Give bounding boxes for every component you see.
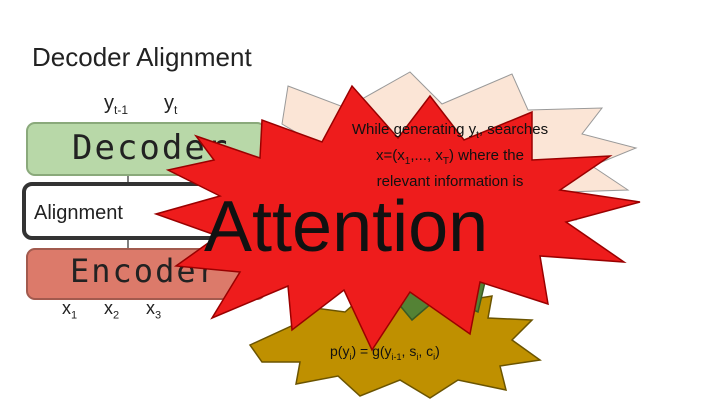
input-label-x3: x3 (146, 298, 162, 322)
output-equation: p(yi) = g(yi-1, si, ci) (330, 343, 440, 362)
input-label-x1: x1 (62, 298, 78, 322)
slide-title: Decoder Alignment (32, 42, 252, 72)
callout-line-1: While generating yt, searches (351, 121, 549, 141)
output-label-y-prev: yt-1 (104, 92, 129, 117)
attention-label: Attention (204, 187, 489, 267)
callout-line-2: x=(x1,..., xT) where the (376, 147, 524, 167)
decoder-label: Decoder (72, 128, 230, 168)
attention-starburst (153, 84, 641, 352)
input-label-x2: x2 (104, 298, 120, 322)
callout-text: While generating yt, searches x=(x1,...,… (300, 120, 600, 192)
alignment-label: Alignment (34, 202, 123, 224)
callout-line-3: relevant information is (376, 173, 524, 190)
output-label-y-t: yt (164, 92, 178, 117)
